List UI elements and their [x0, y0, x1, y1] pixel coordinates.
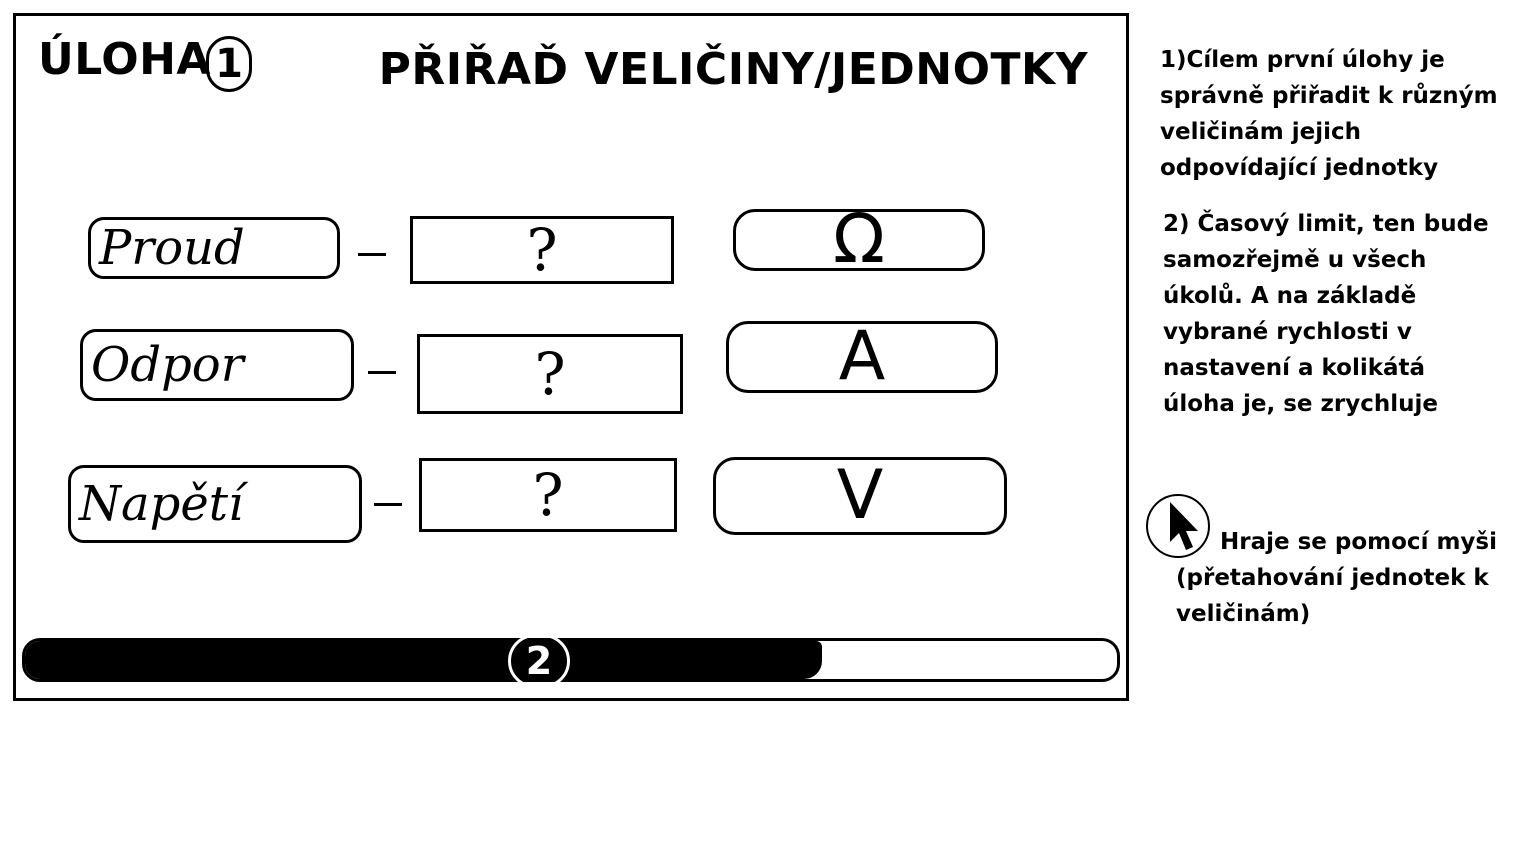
unit-card-ohm[interactable]: Ω [733, 206, 985, 274]
quantity-label: Proud [99, 220, 245, 276]
unit-card-ampere[interactable]: A [726, 321, 998, 393]
task-number-badge: 1 [206, 36, 252, 92]
note-controls: Hraje se pomocí myši (přetahování jednot… [1176, 529, 1497, 627]
quantity-label: Odpor [91, 337, 244, 393]
note-goal: 1)Cílem první úlohy je správně přiřadit … [1160, 47, 1498, 181]
mouse-cursor-icon [1170, 502, 1198, 550]
connector-dash [358, 253, 386, 256]
drop-slot-proud[interactable]: ? [410, 216, 674, 284]
unit-card-volt[interactable]: V [713, 457, 1007, 535]
quantity-card-proud: Proud [88, 217, 340, 279]
task-label: ÚLOHA [38, 34, 211, 85]
timer-bar-fill [25, 641, 823, 679]
connector-dash [374, 503, 402, 506]
quantity-card-odpor: Odpor [80, 329, 354, 401]
timer-bar [22, 638, 1120, 682]
game-board: ÚLOHA 1 PŘIŘAĎ VELIČINY/JEDNOTKY Proud ?… [13, 13, 1129, 701]
quantity-card-napeti: Napětí [68, 465, 362, 543]
drop-slot-napeti[interactable]: ? [419, 458, 677, 532]
timer-badge: 2 [508, 634, 570, 688]
cursor-icon-badge [1146, 494, 1210, 558]
note-timer: 2) Časový limit, ten bude samozřejmě u v… [1163, 211, 1489, 417]
quantity-label: Napětí [79, 476, 244, 532]
connector-dash [368, 371, 396, 374]
game-title: PŘIŘAĎ VELIČINY/JEDNOTKY [378, 44, 1088, 95]
drop-slot-odpor[interactable]: ? [417, 334, 683, 414]
